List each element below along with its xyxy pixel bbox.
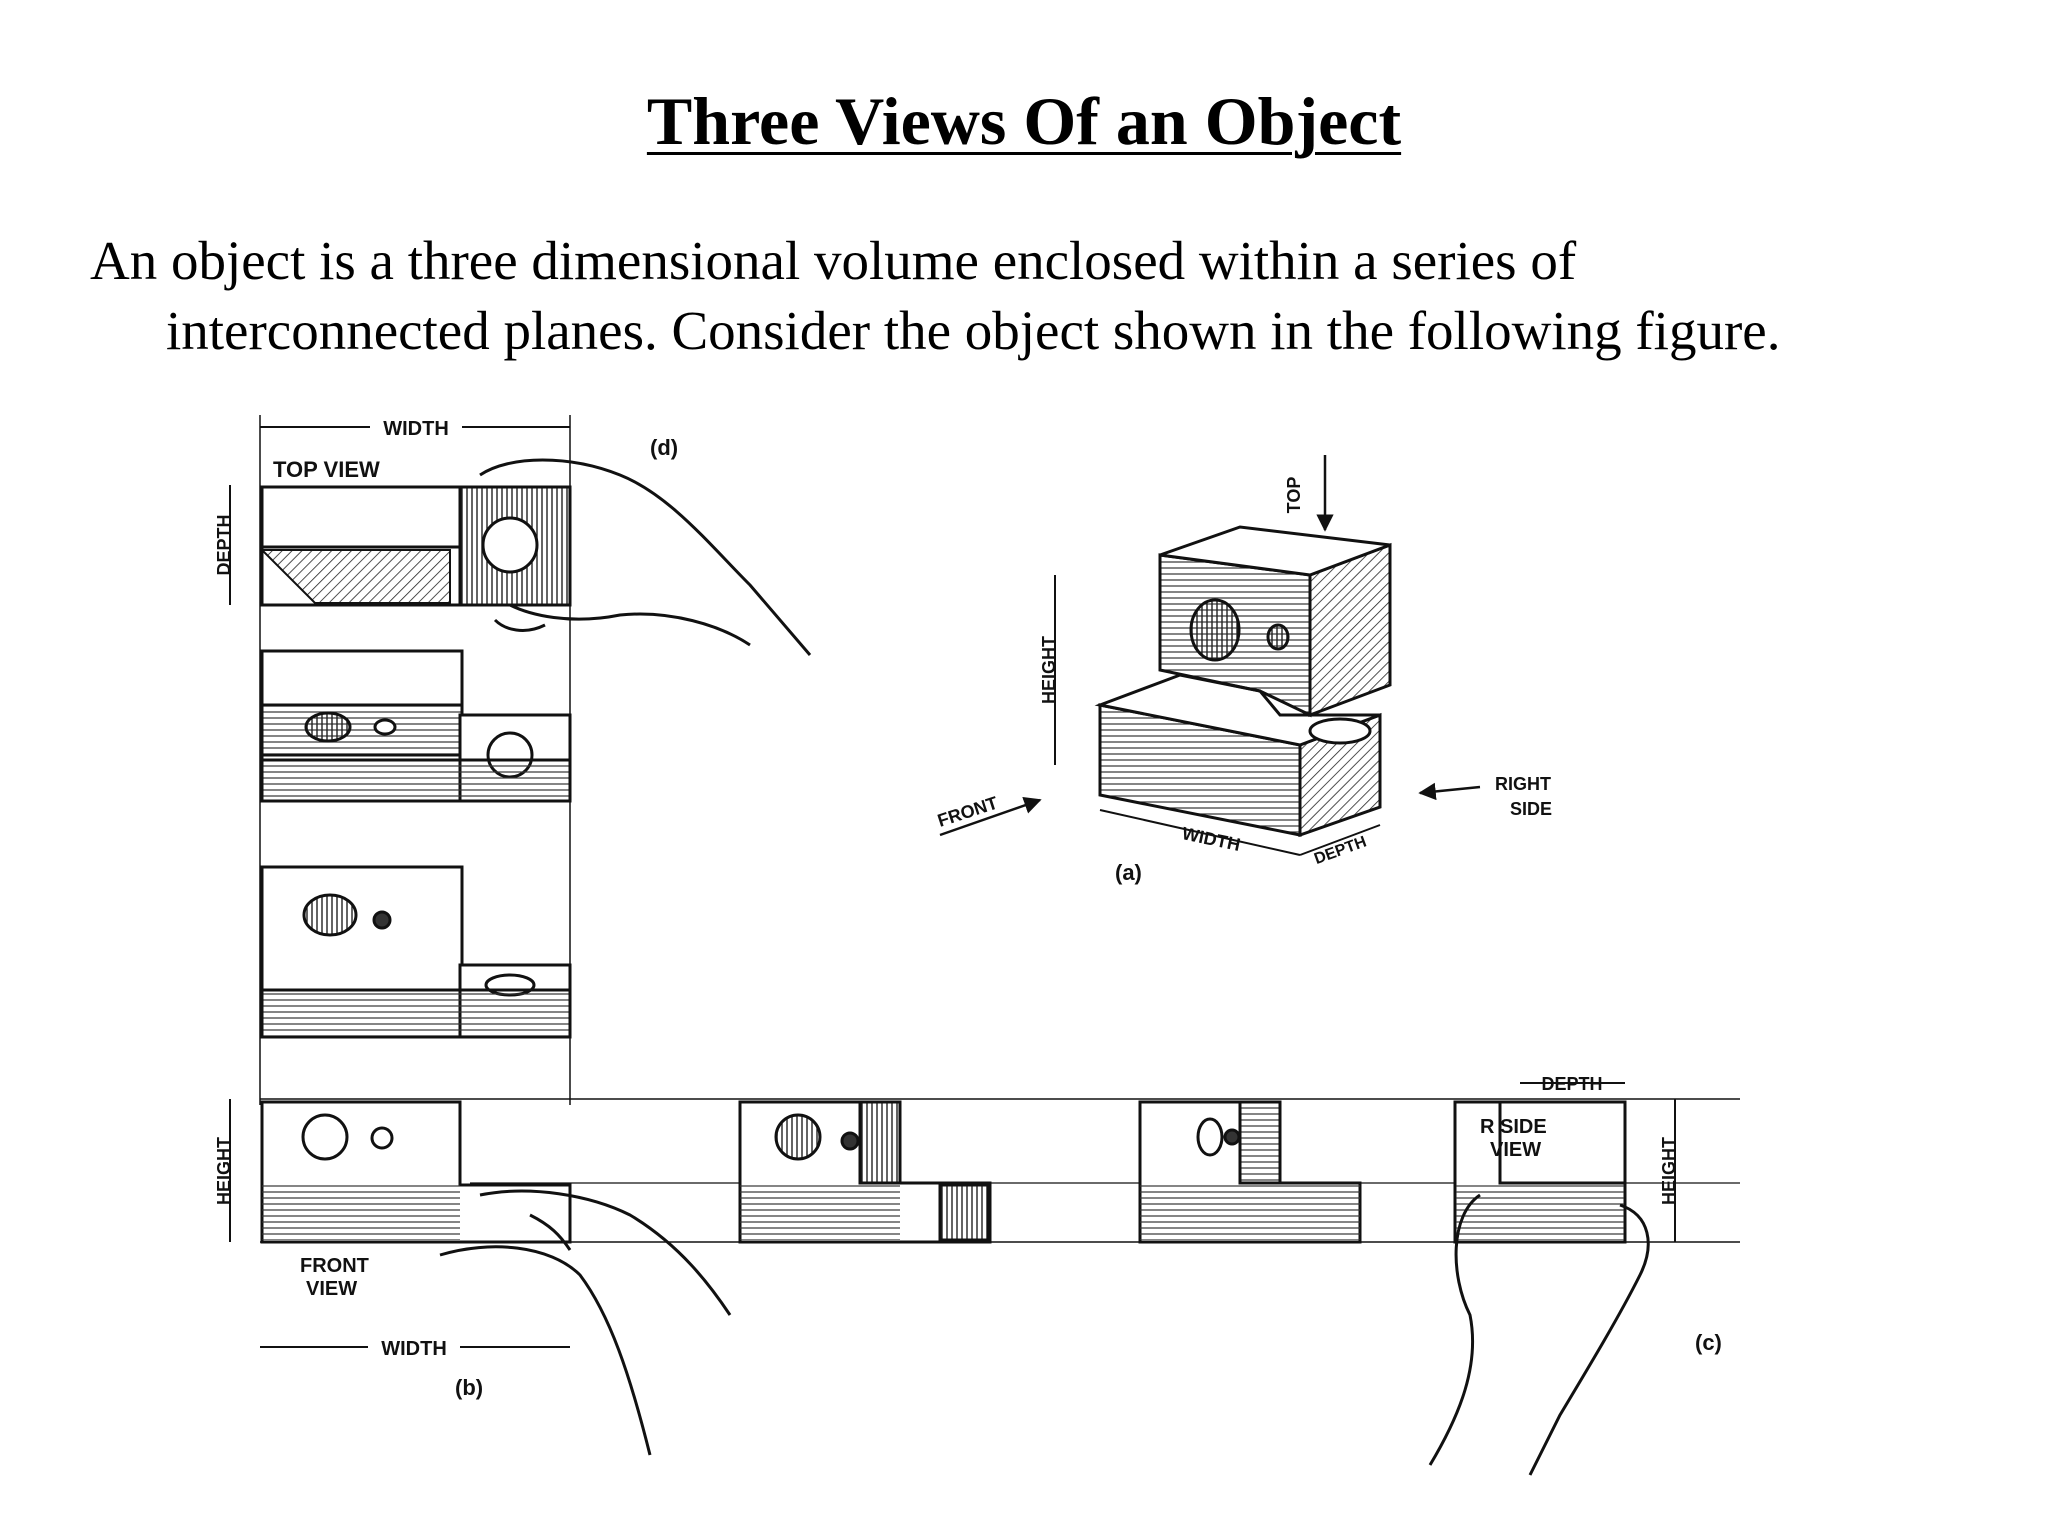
top-view-block — [259, 485, 572, 607]
front-view-label-2: VIEW — [306, 1278, 357, 1300]
intro-line-1: An object is a three dimensional volume … — [90, 230, 1577, 291]
bottom-width-dimension: WIDTH — [260, 1335, 570, 1360]
label-a: (a) — [1115, 860, 1142, 885]
view-block-2 — [260, 649, 572, 803]
top-width-label: WIDTH — [383, 418, 449, 440]
top-width-dimension: WIDTH — [260, 415, 570, 440]
r-side-view-label-1: R SIDE — [1480, 1116, 1547, 1138]
bottom-width-label: WIDTH — [381, 1338, 447, 1360]
three-views-figure: WIDTH TOP VIEW (d) DEPTH — [214, 415, 1740, 1476]
intro-paragraph: An object is a three dimensional volume … — [90, 226, 1990, 366]
hand-bottom-left-illustration — [439, 1189, 732, 1456]
top-view-label: TOP VIEW — [273, 457, 380, 482]
depth-label-iso: DEPTH — [1312, 834, 1369, 869]
hand-top-illustration — [479, 458, 812, 656]
rotated-view-2 — [1138, 1100, 1362, 1244]
right-side-direction-arrow: RIGHT SIDE — [1418, 774, 1552, 819]
view-block-3 — [260, 865, 572, 1039]
depth-dimension-right: DEPTH — [1520, 1074, 1625, 1094]
right-side-label-1: RIGHT — [1495, 774, 1551, 794]
front-view-label-1: FRONT — [300, 1255, 369, 1277]
height-label-right: HEIGHT — [1659, 1137, 1679, 1205]
intro-line-2: interconnected planes. Consider the obje… — [166, 300, 1781, 361]
hand-bottom-right-illustration — [1428, 1193, 1650, 1476]
height-label-iso: HEIGHT — [1039, 636, 1059, 704]
label-c: (c) — [1695, 1330, 1722, 1355]
label-d: (d) — [650, 435, 678, 460]
height-dimension-iso: HEIGHT — [1039, 575, 1059, 765]
front-direction-arrow: FRONT — [935, 793, 1042, 837]
rotated-view-1 — [738, 1100, 992, 1244]
right-side-view-block — [1453, 1100, 1627, 1244]
front-view-block — [260, 1100, 572, 1244]
r-side-view-label-2: VIEW — [1490, 1139, 1541, 1161]
right-side-label-2: SIDE — [1510, 799, 1552, 819]
isometric-object — [1094, 525, 1392, 838]
depth-label-right: DEPTH — [1541, 1074, 1602, 1094]
slide-title: Three Views Of an Object — [646, 83, 1402, 159]
width-label-iso: WIDTH — [1180, 823, 1242, 855]
height-dimension-left: HEIGHT — [214, 1099, 234, 1242]
depth-dimension-left: DEPTH — [214, 485, 234, 605]
height-label-left: HEIGHT — [214, 1137, 234, 1205]
top-direction-arrow: TOP — [1284, 455, 1334, 532]
top-arrow-label: TOP — [1284, 477, 1304, 514]
depth-label-left: DEPTH — [214, 514, 234, 575]
label-b: (b) — [455, 1375, 483, 1400]
height-dimension-right: HEIGHT — [1659, 1099, 1679, 1242]
